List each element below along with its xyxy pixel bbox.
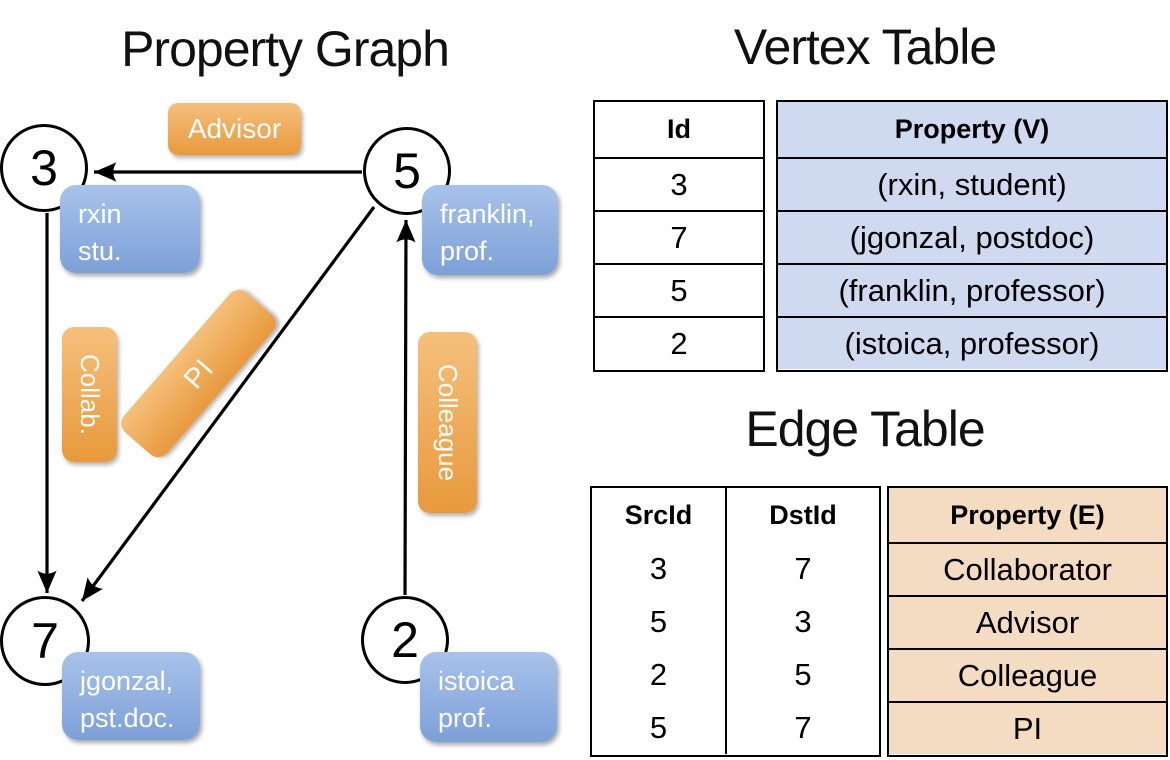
vertex-property-line: stu. xyxy=(78,236,122,267)
table-cell: PI xyxy=(889,701,1166,754)
edge-table-property-column: Property (E) Collaborator Advisor Collea… xyxy=(887,486,1168,757)
vertex-node-5: 5 xyxy=(363,127,451,215)
table-cell: 5 xyxy=(595,263,763,316)
edge-table-header-row: SrcId DstId xyxy=(592,488,879,542)
vertex-id: 3 xyxy=(30,140,58,196)
vertex-property-line: pst.doc. xyxy=(80,703,175,734)
vertex-property-box-7: jgonzal, pst.doc. xyxy=(62,652,200,740)
vertex-property-box-5: franklin, prof. xyxy=(422,185,558,275)
table-cell: 7 xyxy=(595,210,763,263)
table-cell: Collaborator xyxy=(889,542,1166,595)
edge-table-header-dstid: DstId xyxy=(725,488,879,542)
table-cell: 3 xyxy=(649,550,668,586)
vertex-id: 2 xyxy=(391,612,419,668)
vertex-id: 5 xyxy=(393,143,421,199)
edge-table-header-srcid: SrcId xyxy=(624,499,693,530)
table-cell: 7 xyxy=(725,542,879,595)
table-cell: 5 xyxy=(649,709,668,745)
edge-label-text: Advisor xyxy=(187,113,282,144)
vertex-table-header-property: Property (V) xyxy=(778,102,1166,157)
table-cell: 3 xyxy=(725,595,879,648)
table-cell: (rxin, student) xyxy=(778,157,1166,210)
vertex-property-line: rxin xyxy=(78,199,122,229)
vertex-node-3: 3 xyxy=(0,124,88,212)
vertex-table-header-id: Id xyxy=(667,114,691,144)
edge-table-id-columns: SrcId DstId 3 7 5 3 2 5 5 7 xyxy=(590,486,881,757)
edge-label-collab: Collab. xyxy=(62,327,117,462)
edge-label-text: PI xyxy=(177,352,220,395)
table-cell: (istoica, professor) xyxy=(778,316,1166,369)
table-cell: (franklin, professor) xyxy=(778,263,1166,316)
edge-arrow-2-to-5 xyxy=(396,219,416,596)
vertex-table-id-column: Id 3 7 5 2 xyxy=(593,100,765,372)
vertex-property-line: prof. xyxy=(438,703,493,734)
vertex-property-box-3: rxin stu. xyxy=(60,185,200,273)
table-cell: (jgonzal, postdoc) xyxy=(778,210,1166,263)
edge-label-pi: PI xyxy=(116,284,281,463)
vertex-table-property-column: Property (V) (rxin, student) (jgonzal, p… xyxy=(776,100,1168,372)
vertex-property-line: prof. xyxy=(440,236,495,267)
table-cell: 2 xyxy=(595,316,763,369)
edge-label-advisor: Advisor xyxy=(168,103,301,155)
edge-label-text: Collab. xyxy=(75,354,105,435)
table-cell: 5 xyxy=(649,603,668,639)
graph-title: Property Graph xyxy=(121,21,450,77)
edge-label-colleague: Colleague xyxy=(418,332,477,513)
table-cell: 3 xyxy=(595,157,763,210)
vertex-property-line: franklin, xyxy=(440,199,535,229)
edge-table-title: Edge Table xyxy=(745,401,985,457)
vertex-property-line: jgonzal, xyxy=(80,666,174,696)
table-cell: Colleague xyxy=(889,648,1166,701)
edge-table-header-property: Property (E) xyxy=(889,488,1166,542)
vertex-property-box-2: istoica prof. xyxy=(420,652,557,742)
vertex-property-line: istoica xyxy=(438,666,515,696)
vertex-table-title: Vertex Table xyxy=(733,19,997,75)
edge-table-row: 5 7 xyxy=(592,701,879,754)
edge-table-row: 5 3 xyxy=(592,595,879,648)
table-cell: 7 xyxy=(725,701,879,754)
table-cell: 2 xyxy=(649,656,668,692)
edge-table-row: 2 5 xyxy=(592,648,879,701)
edge-label-text: Colleague xyxy=(433,363,463,482)
table-cell: Advisor xyxy=(889,595,1166,648)
table-cell: 5 xyxy=(725,648,879,701)
edge-table-row: 3 7 xyxy=(592,542,879,595)
vertex-id: 7 xyxy=(31,613,59,669)
